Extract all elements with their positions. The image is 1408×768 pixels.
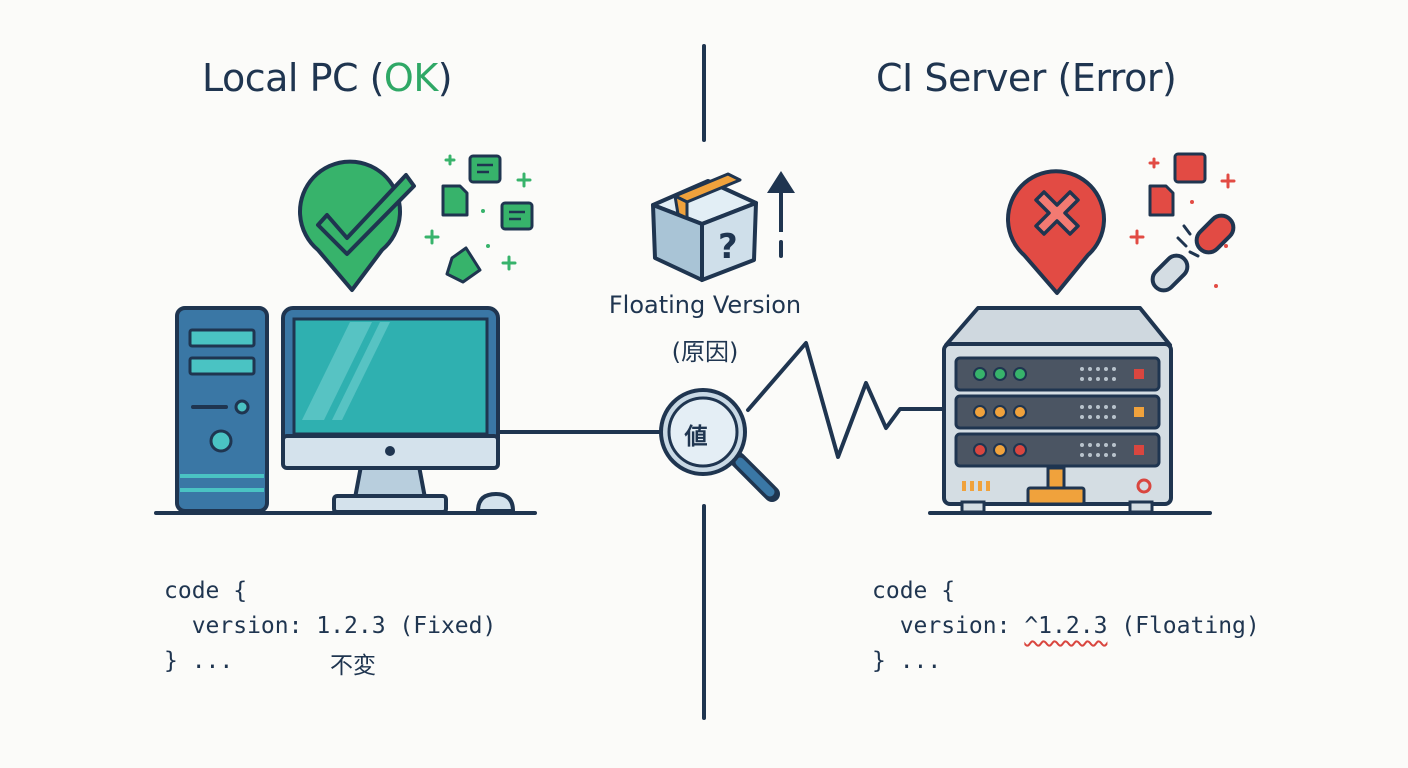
code-line: } ...: [164, 648, 234, 674]
magnifier-value-label: 値: [684, 424, 708, 450]
code-line-floating-version: version: ^1.2.3 (Floating): [872, 609, 1260, 644]
server-rack-icon: [928, 306, 1212, 515]
desktop-computer-icon: [154, 306, 662, 515]
red-files-icon: [1148, 152, 1207, 217]
title-suffix: ): [437, 56, 453, 100]
code-line: code {: [872, 578, 956, 604]
unchanged-note: 不変: [330, 653, 376, 679]
floating-annotation: (Floating): [1107, 613, 1260, 639]
title-prefix: Local PC (: [202, 56, 384, 100]
svg-text:?: ?: [718, 227, 738, 267]
code-line: } ...: [872, 648, 942, 674]
broken-chain-icon: [1150, 213, 1236, 293]
up-arrow-icon: [767, 171, 795, 258]
ci-server-title: CI Server (Error): [876, 56, 1177, 100]
mystery-package-icon: ?: [651, 172, 758, 282]
green-sparkles-icon: [424, 154, 532, 271]
red-sparkles-icon: [1129, 157, 1236, 288]
error-x-badge-icon: [1006, 169, 1106, 295]
code-line-fixed-version: version: 1.2.3 (Fixed): [164, 613, 497, 639]
floating-version-label: Floating Version: [608, 291, 802, 319]
local-code-snippet: code { version: 1.2.3 (Fixed) } ...: [164, 574, 496, 679]
code-line: code {: [164, 578, 248, 604]
green-files-icon: [441, 154, 534, 284]
check-badge-icon: [298, 159, 416, 292]
ci-code-snippet: code { version: ^1.2.3 (Floating) } ...: [872, 574, 1260, 679]
unstable-connection: [746, 341, 944, 459]
ok-status: OK: [383, 56, 438, 100]
cause-label: (原因): [671, 338, 739, 366]
version-key: version:: [872, 613, 1025, 639]
floating-version-value: ^1.2.3: [1024, 613, 1108, 639]
local-pc-title: Local PC (OK): [202, 56, 453, 100]
magnifier-icon: [659, 388, 780, 502]
